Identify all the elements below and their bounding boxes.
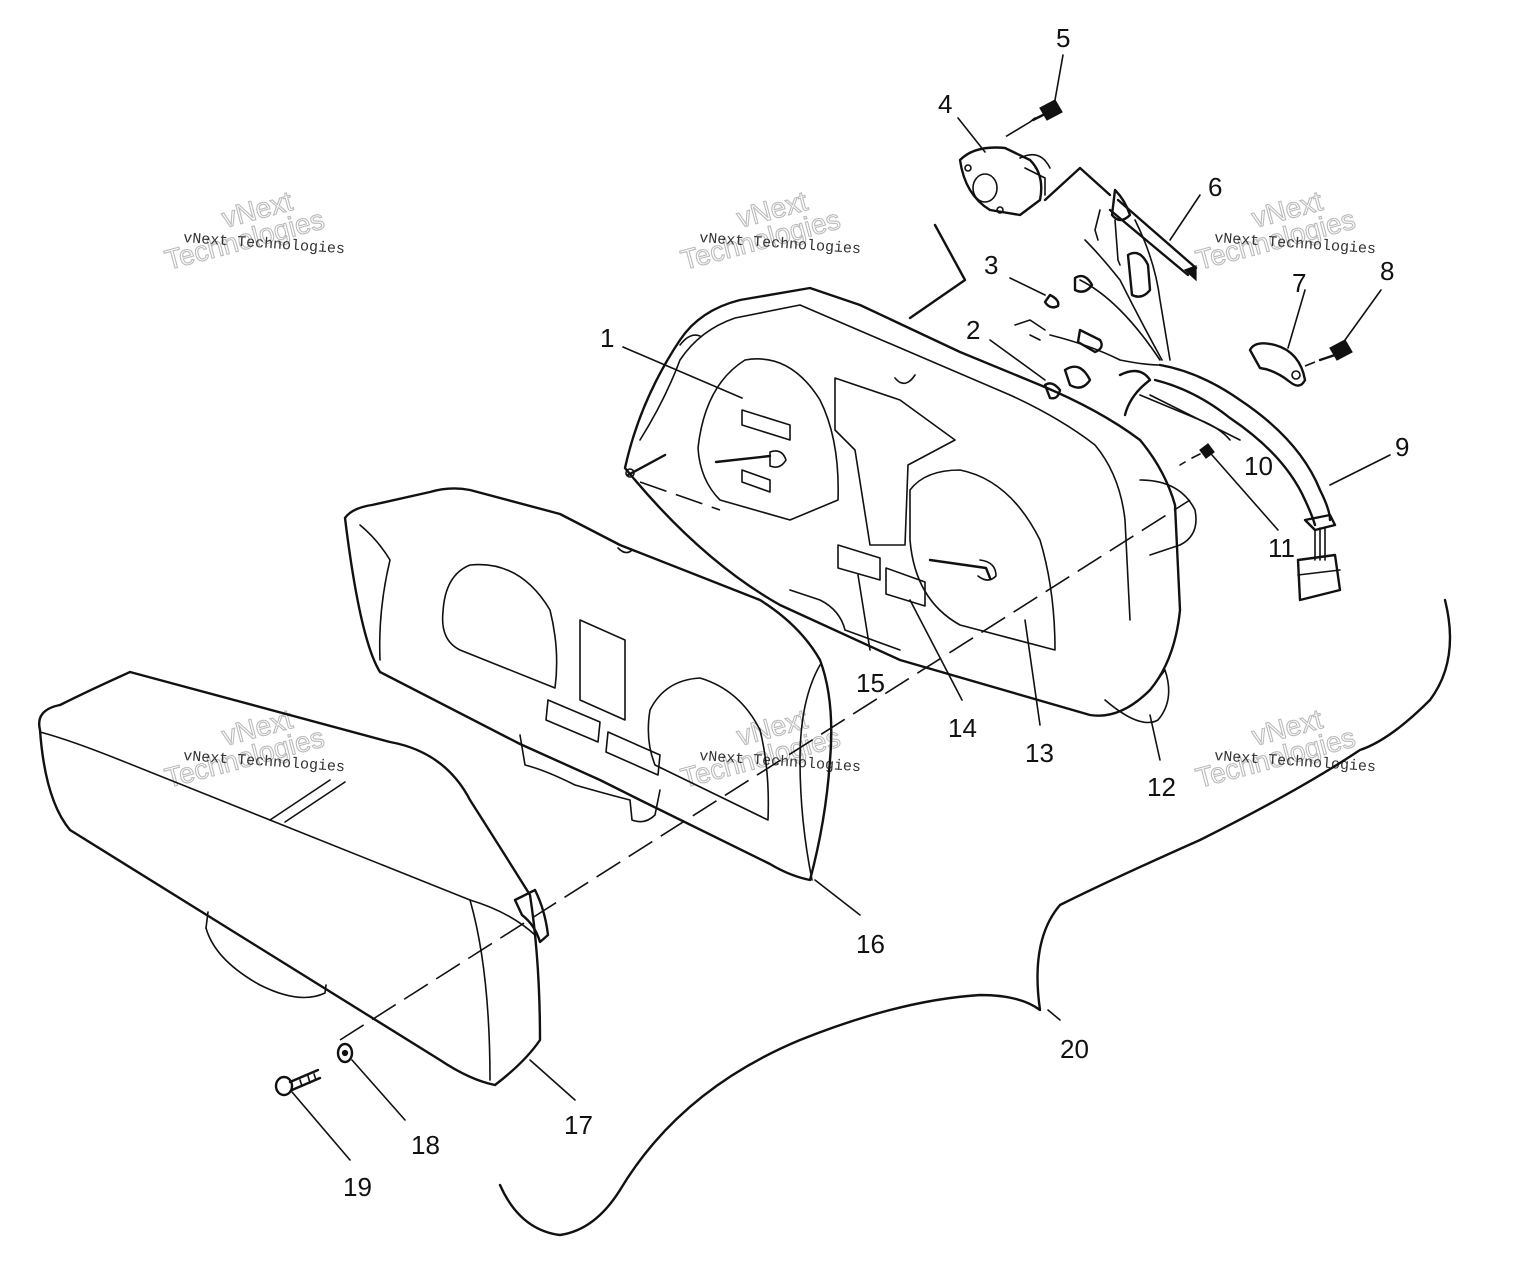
part-screw-19	[274, 1068, 322, 1097]
callout-4: 4	[938, 89, 952, 119]
watermark-top-center: Technologies vNext vNext Technologies	[677, 185, 861, 277]
callout-18: 18	[411, 1130, 440, 1160]
watermark-top-left: Technologies vNext vNext Technologies	[161, 185, 345, 277]
callout-13: 13	[1025, 738, 1054, 768]
callout-2: 2	[966, 315, 980, 345]
callout-1: 1	[600, 323, 614, 353]
callout-16: 16	[856, 929, 885, 959]
callout-8: 8	[1380, 256, 1394, 286]
callout-6: 6	[1208, 172, 1222, 202]
part-wiring-harness	[1014, 188, 1342, 602]
part-clamp	[1248, 339, 1353, 387]
callout-12: 12	[1147, 772, 1176, 802]
watermark-bottom-left: Technologies vNext vNext Technologies	[161, 703, 345, 795]
part-screw-5	[999, 99, 1063, 141]
callout-20: 20	[1060, 1034, 1089, 1064]
part-lens-bezel	[343, 487, 833, 882]
watermark-bottom-right: Technologies vNext vNext Technologies	[1192, 703, 1376, 795]
callout-11: 11	[1268, 533, 1295, 563]
part-gauge-housing	[623, 286, 1197, 724]
part-washer-18	[336, 1042, 354, 1064]
callout-14: 14	[948, 713, 977, 743]
callout-7: 7	[1292, 268, 1306, 298]
callout-17: 17	[564, 1110, 593, 1140]
callout-10: 10	[1244, 451, 1273, 481]
part-outer-cover	[38, 670, 550, 1087]
callout-9: 9	[1395, 432, 1409, 462]
callout-19: 19	[343, 1172, 372, 1202]
watermark-bottom-center: Technologies vNext vNext Technologies	[677, 703, 861, 795]
leader-lines	[291, 54, 1391, 1161]
callout-3: 3	[984, 250, 998, 280]
part-assembly-bracket	[498, 598, 1452, 1237]
callout-labels: 1 2 3 4 5 6 7 8 9 10 11 12 13 14 15 16 1…	[343, 23, 1409, 1202]
assembly-axis-lower	[339, 499, 1191, 1041]
part-screw-11	[1179, 443, 1215, 466]
assembly-axis-upper	[639, 481, 721, 511]
callout-15: 15	[856, 668, 885, 698]
callout-5: 5	[1056, 23, 1070, 53]
